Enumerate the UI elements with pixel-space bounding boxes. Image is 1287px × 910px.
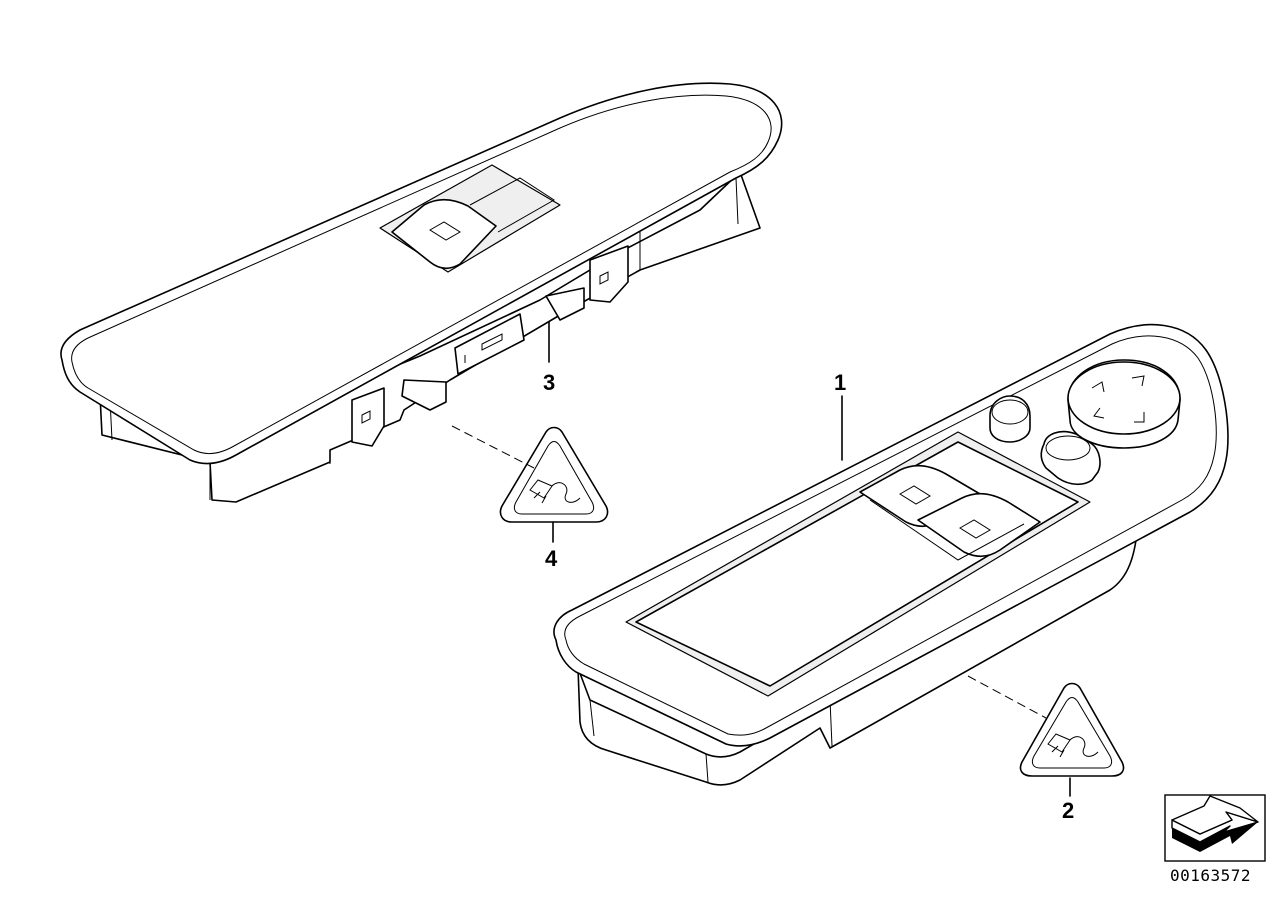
callout-3: 3 bbox=[543, 370, 555, 395]
panel-3-clip bbox=[589, 245, 629, 303]
warning-symbol-4 bbox=[499, 426, 609, 523]
mirror-left-arrow-icon bbox=[1093, 407, 1105, 419]
callout-2: 2 bbox=[1062, 798, 1074, 823]
next-arrow-button[interactable] bbox=[1164, 794, 1266, 862]
next-arrow-icon bbox=[1171, 795, 1259, 852]
leader-line-4 bbox=[451, 425, 535, 469]
window-switch-rocker-rear-left[interactable] bbox=[917, 492, 1041, 558]
electrical-connector-warning-triangle-icon bbox=[499, 426, 609, 523]
mirror-up-arrow-icon bbox=[1091, 381, 1105, 393]
panel-3-tab bbox=[401, 379, 447, 411]
panel-3-clip bbox=[351, 387, 385, 447]
window-switch-rocker[interactable] bbox=[391, 198, 497, 270]
child-lock-button[interactable] bbox=[989, 395, 1031, 443]
callout-4: 4 bbox=[545, 546, 558, 571]
diagram-code: 00163572 bbox=[1170, 866, 1252, 885]
warning-symbol-2 bbox=[1019, 682, 1125, 777]
driver-master-switch-panel[interactable] bbox=[553, 323, 1229, 786]
panel-3-top-cover bbox=[60, 82, 783, 465]
mirror-right-arrow-icon bbox=[1131, 375, 1145, 387]
leader-line-2 bbox=[967, 675, 1047, 719]
panel-3-connector bbox=[454, 313, 525, 375]
panel-1-housing bbox=[577, 509, 1141, 786]
mirror-fold-button[interactable] bbox=[1040, 430, 1101, 486]
callout-1: 1 bbox=[834, 370, 846, 395]
passenger-window-switch-panel[interactable] bbox=[60, 82, 783, 503]
mirror-down-arrow-icon bbox=[1134, 412, 1145, 423]
